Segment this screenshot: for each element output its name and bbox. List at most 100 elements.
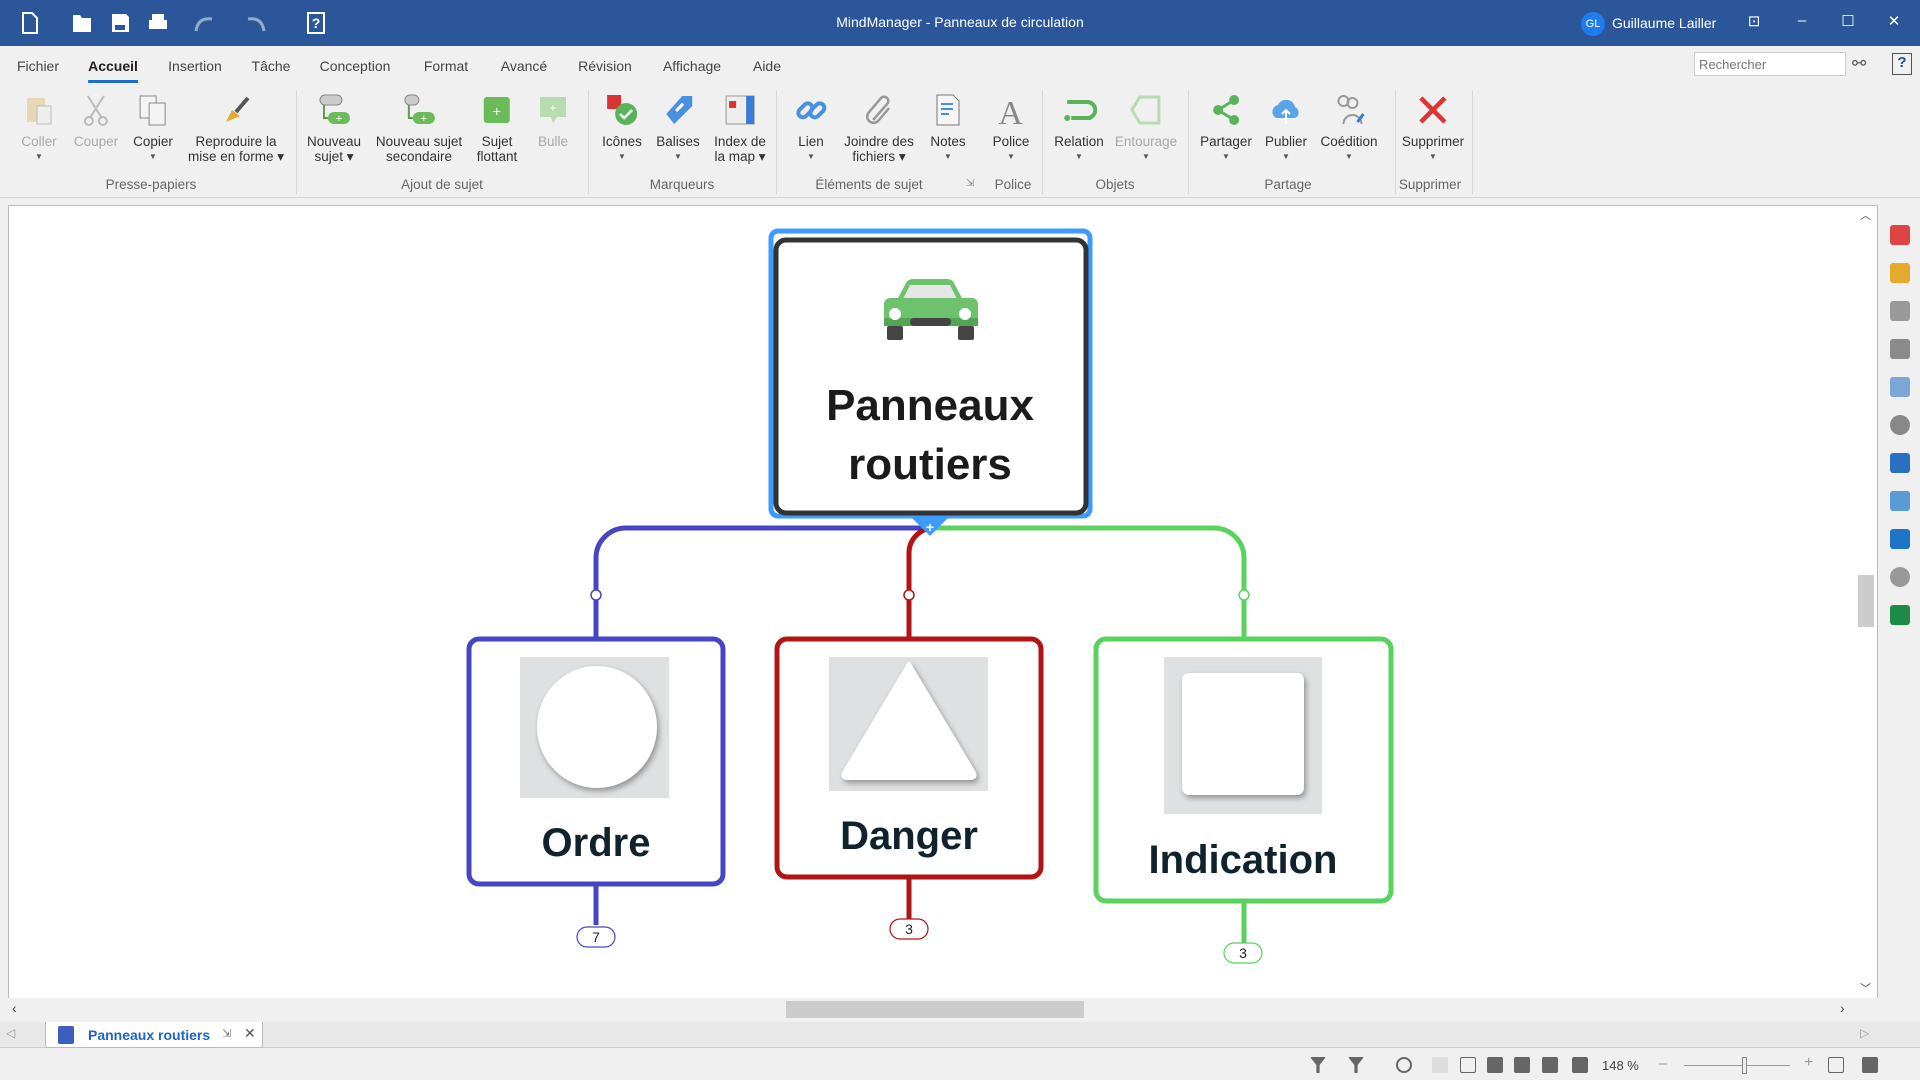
tab-affichage[interactable]: Affichage [662,58,722,74]
help-menu-icon[interactable]: ? [305,11,329,35]
topic-danger[interactable]: Danger 3 [774,636,1044,940]
ribbon-display-icon[interactable]: ⊡ [1747,13,1761,30]
filter-icon[interactable] [1310,1057,1326,1073]
map-index-icon[interactable] [1890,453,1910,473]
count-badge[interactable] [889,918,929,940]
scroll-up-icon[interactable]: ︿ [1860,210,1871,222]
focus-icon[interactable] [1432,1057,1448,1073]
map-parts-icon[interactable] [1890,339,1910,359]
expand-handle[interactable] [912,518,948,536]
plus-icon[interactable]: + [926,519,934,535]
tab-insertion[interactable]: Insertion [168,58,222,74]
minimize-button[interactable]: – [1797,12,1807,29]
central-topic[interactable]: + Panneaux routiers [768,228,1093,536]
cut-button[interactable]: Couper [74,92,118,149]
relationship-button[interactable]: Relation▼ [1054,92,1104,164]
tab-tache[interactable]: Tâche [251,58,291,74]
tab-scroll-left-icon[interactable]: ◁ [6,1026,16,1040]
new-document-icon[interactable] [18,11,42,35]
count-badge[interactable] [576,926,616,948]
tab-conception[interactable]: Conception [319,58,391,74]
tags-button[interactable]: Balises▼ [656,92,700,164]
user-name[interactable]: Guillaume Lailler [1612,15,1717,31]
zoom-slider[interactable] [1684,1065,1790,1066]
tab-fichier[interactable]: Fichier [16,58,60,74]
quick-filter-icon[interactable] [1348,1057,1364,1073]
notes-button[interactable]: Notes▼ [930,92,966,164]
add-topic-circle-icon[interactable] [1396,1057,1412,1073]
zoom-in-button[interactable]: + [1804,1054,1814,1071]
tab-avance[interactable]: Avancé [500,58,548,74]
dialog-launcher-icon[interactable]: ⇲ [966,178,975,189]
undo-icon[interactable] [192,11,216,35]
callout-button[interactable]: +Bulle [535,92,571,149]
junction-dot[interactable] [1238,589,1250,601]
tab-revision[interactable]: Révision [578,58,632,74]
close-tab-icon[interactable]: ✕ [244,1025,256,1041]
zoom-slider-thumb[interactable] [1742,1057,1747,1074]
icons-button[interactable]: Icônes▼ [602,92,642,164]
tab-format[interactable]: Format [423,58,469,74]
outline-view-icon[interactable] [1460,1057,1476,1073]
copy-button[interactable]: Copier▼ [133,92,173,164]
horizontal-scroll-thumb[interactable] [786,1001,1084,1018]
search-icon[interactable] [1890,415,1910,435]
task-info-icon[interactable] [1890,225,1910,245]
selection-outline [768,228,1093,519]
excel-icon[interactable] [1890,605,1910,625]
topic-indication[interactable]: Indication 3 [1093,636,1394,964]
binoculars-icon[interactable]: ⚯ [1852,54,1867,73]
search-input[interactable] [1694,52,1846,76]
maximize-button[interactable]: ☐ [1841,13,1855,30]
tab-accueil[interactable]: Accueil [88,58,138,83]
publish-button[interactable]: Publier▼ [1265,92,1307,164]
vertical-scroll-thumb[interactable] [1858,575,1874,627]
topic-ordre[interactable]: Ordre 7 [466,636,726,948]
panel-layout-icon[interactable] [1862,1057,1878,1073]
outlook-icon[interactable] [1890,529,1910,549]
scroll-left-icon[interactable]: ‹ [12,1000,17,1016]
scroll-down-icon[interactable]: ﹀ [1860,983,1871,995]
tab-aide[interactable]: Aide [752,58,782,74]
resources-icon[interactable] [1890,301,1910,321]
undock-icon[interactable]: ⇲ [222,1028,232,1040]
fit-map-icon[interactable] [1828,1057,1844,1073]
horizontal-scrollbar[interactable]: ‹ › [8,998,1878,1020]
open-folder-icon[interactable] [70,11,94,35]
coedit-button[interactable]: Coédition▼ [1320,92,1378,164]
calendar-24-icon[interactable] [1487,1057,1503,1073]
browser-globe-icon[interactable] [1890,567,1910,587]
print-icon[interactable] [146,11,170,35]
share-button[interactable]: Partager▼ [1200,92,1252,164]
link-button[interactable]: Lien▼ [793,92,829,164]
library-icon[interactable] [1890,377,1910,397]
junction-dot[interactable] [590,589,602,601]
paste-button[interactable]: Coller▼ [21,92,57,164]
junction-dot[interactable] [903,589,915,601]
task-icon[interactable] [1514,1057,1530,1073]
tag-view-icon[interactable] [1542,1057,1558,1073]
tab-scroll-right-icon[interactable]: ▷ [1860,1026,1870,1040]
redo-icon[interactable] [244,11,268,35]
close-button[interactable]: ✕ [1887,13,1901,30]
count-badge[interactable] [1223,942,1263,964]
document-tab[interactable]: Panneaux routiers ⇲ ✕ [45,1022,263,1048]
save-icon[interactable] [108,11,132,35]
user-avatar[interactable]: GL [1581,12,1605,36]
slides-icon[interactable] [1890,491,1910,511]
zoom-out-button[interactable]: – [1659,1055,1668,1072]
calendar-icon[interactable] [1890,263,1910,283]
boundary-button[interactable]: Entourage▼ [1115,92,1177,164]
delete-button[interactable]: Supprimer▼ [1402,92,1464,164]
help-button[interactable]: ? [1892,53,1912,75]
notes-view-icon[interactable] [1572,1057,1588,1073]
vertical-scrollbar[interactable]: ︿ ﹀ [1856,205,1876,1000]
scroll-right-icon[interactable]: › [1840,1000,1845,1016]
